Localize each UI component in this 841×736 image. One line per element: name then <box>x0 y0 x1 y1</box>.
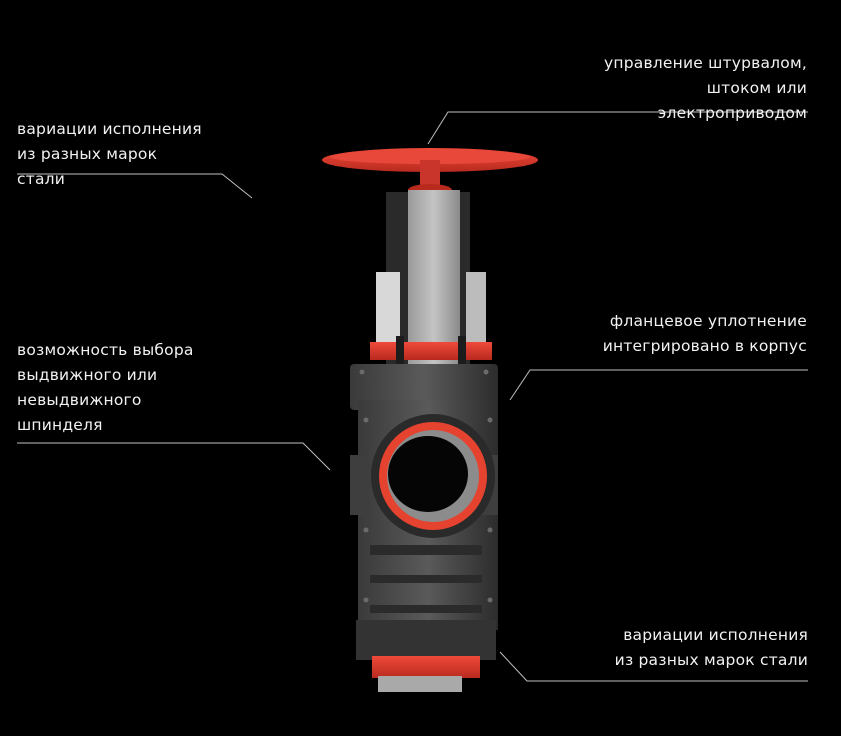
callout-steel-grades-top: вариации исполнения из разных марок стал… <box>17 120 202 188</box>
callout-flange-seal: фланцевое уплотнение интегрировано в кор… <box>602 312 807 355</box>
flange-ring <box>371 414 495 538</box>
leader-lines <box>17 111 808 682</box>
leader-line-top-right <box>427 111 808 145</box>
callout-steel-grades-bottom: вариации исполнения из разных марок стал… <box>614 626 808 669</box>
yoke <box>370 190 492 372</box>
leader-line-bottom-right <box>499 651 808 682</box>
callout-control-options: управление штурвалом, штоком или электро… <box>604 54 807 122</box>
leader-line-mid-right <box>509 369 808 401</box>
handwheel <box>322 148 538 196</box>
leader-line-mid-left <box>17 442 331 471</box>
leader-line-top-left <box>17 173 253 199</box>
bolts <box>359 369 493 603</box>
callout-spindle-options: возможность выбора выдвижного или невыдв… <box>17 341 194 434</box>
